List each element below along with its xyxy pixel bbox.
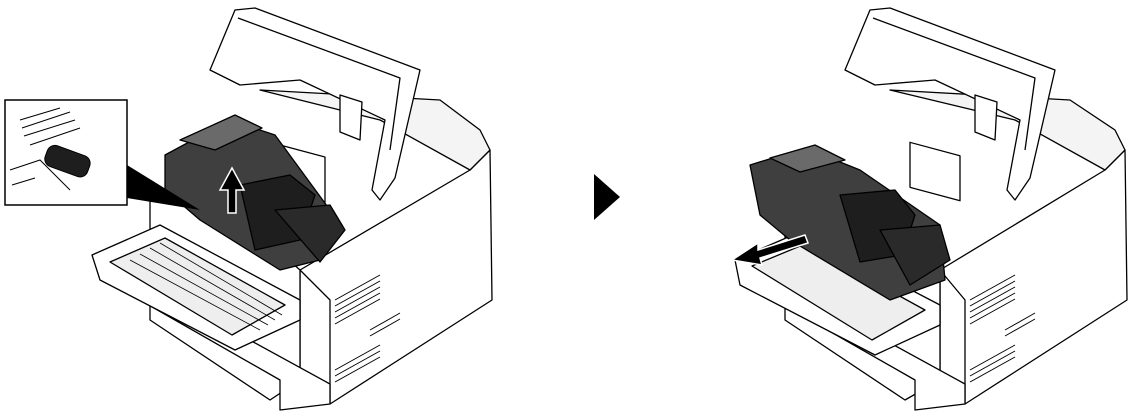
printer-pullout-illustration: [640, 0, 1137, 416]
magnifier-inset-icon: [5, 100, 127, 205]
printer-side-panel: [300, 150, 492, 404]
triangle-right-icon: [594, 174, 620, 220]
step-indicator: [592, 172, 622, 222]
right-illustration: [640, 0, 1137, 416]
printer-lift-illustration: [0, 0, 540, 416]
left-illustration: [0, 0, 540, 416]
